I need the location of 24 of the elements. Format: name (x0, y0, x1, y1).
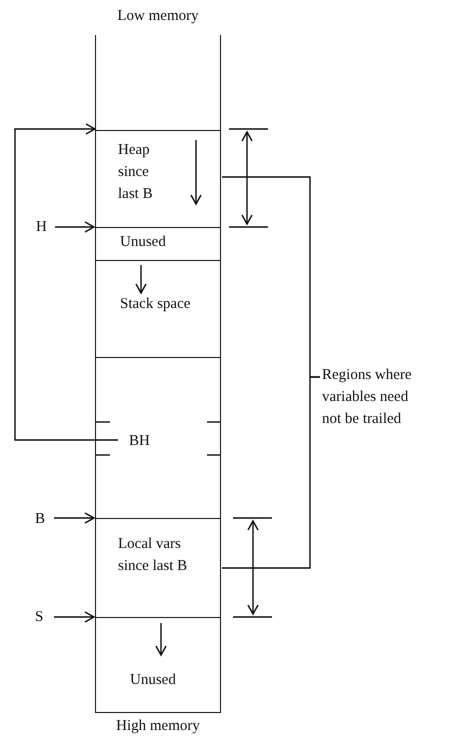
memory-end-label: High memory (116, 718, 200, 735)
arrow (14, 123, 118, 441)
annotation-text: Regions where variables need not be trailed (322, 364, 422, 454)
region-label: Unused (120, 232, 167, 252)
region-label: Local vars since last B (118, 534, 188, 576)
memory-region (95, 518, 221, 618)
arrow (54, 611, 95, 623)
memory-region (95, 616, 221, 712)
pointer-label: B (35, 508, 53, 530)
region-label: Stack space (120, 294, 192, 314)
arrow (55, 221, 95, 233)
pointer-label: S (35, 606, 53, 628)
region-label: BH (129, 432, 151, 450)
pointer-label: H (36, 216, 54, 238)
memory-region (95, 128, 221, 228)
leader-line (222, 376, 320, 569)
region-label: Unused (130, 670, 177, 690)
memory-region (95, 226, 221, 261)
memory-region (95, 260, 221, 358)
arrow (54, 512, 95, 524)
memory-end-label: Low memory (117, 8, 199, 25)
region-label: Heap since last B (118, 140, 154, 204)
memory-region (95, 356, 221, 519)
memory-region (95, 35, 221, 130)
